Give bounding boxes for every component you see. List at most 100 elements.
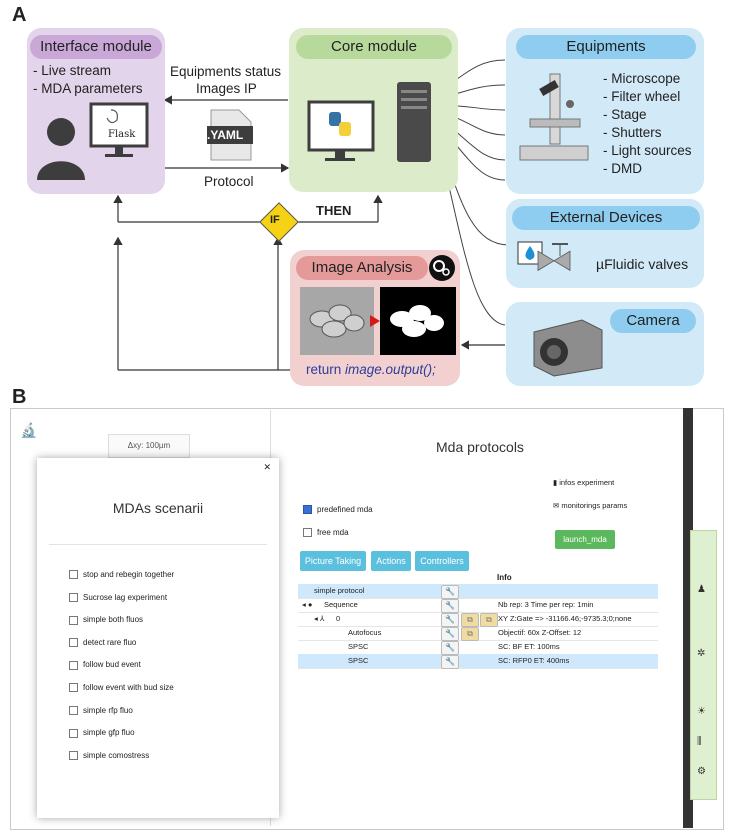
tab-actions[interactable]: Actions [371, 551, 411, 571]
scenario-checkbox[interactable] [69, 638, 78, 648]
sun-icon[interactable]: ☀ [697, 706, 706, 717]
microscope-icon [519, 73, 589, 161]
scenario-label: stop and rebegin together [83, 570, 175, 579]
copy-icon[interactable]: ⧉ [461, 627, 479, 641]
scenario-label: follow bud event [83, 660, 141, 670]
predefined-mda-option[interactable]: predefined mda [303, 505, 373, 515]
scenarii-title: MDAs scenarii [112, 500, 204, 516]
equipment-item: - DMD [603, 161, 642, 176]
tab-picture-taking[interactable]: Picture Taking [300, 551, 366, 571]
scenario-label: simple both fluos [83, 615, 144, 625]
tree-row-name: 0 [336, 614, 341, 623]
panel-a-letter: A [12, 4, 27, 26]
tab-controllers[interactable]: Controllers [415, 551, 469, 571]
wrench-icon[interactable]: 🔧 [441, 641, 459, 655]
tree-row-name: Sequence [324, 600, 358, 609]
wrench-icon[interactable]: 🔧 [441, 627, 459, 641]
expand-toggle[interactable]: ◂ ● [302, 600, 313, 609]
free-mda-option[interactable]: free mda [303, 528, 349, 538]
cell-images [300, 287, 456, 355]
scenario-item[interactable]: simple both fluos [69, 609, 174, 632]
info-column-header: Info [497, 573, 512, 582]
mda-scenarii-modal: ✕ MDAs scenarii stop and rebegin togethe… [37, 458, 279, 818]
tree-row-name: SPSC [348, 642, 369, 651]
target-icon[interactable]: ✲ [697, 648, 706, 659]
scenario-label: follow event with bud size [83, 682, 174, 692]
protocol-label: Protocol [204, 174, 254, 189]
window-edge [683, 408, 693, 828]
scenarii-divider [49, 544, 267, 545]
image-analysis-title: Image Analysis [296, 256, 428, 280]
scenario-checkbox[interactable] [69, 728, 78, 738]
scenario-item[interactable]: simple gfp fluo [69, 722, 174, 745]
panel-b-letter: B [12, 386, 27, 408]
scenario-checkbox[interactable] [69, 592, 78, 602]
sliders-icon[interactable]: ⫼ [697, 736, 702, 747]
scenario-label: simple rfp fluo [83, 705, 133, 715]
delta-xy-field[interactable]: Δxy: 100µm [108, 434, 190, 458]
scenario-item[interactable]: follow event with bud size [69, 677, 174, 700]
scenario-item[interactable]: detect rare fluo [69, 632, 174, 655]
scenarii-list: stop and rebegin together Sucrose lag ex… [69, 564, 174, 767]
wrench-icon[interactable]: 🔧 [441, 585, 459, 599]
flask-label: Flask [108, 129, 136, 140]
wrench-icon[interactable]: 🔧 [441, 599, 459, 613]
gear-icon [429, 255, 455, 281]
scenario-item[interactable]: follow bud event [69, 654, 174, 677]
scenario-item[interactable]: simple comostress [69, 745, 174, 768]
gears-icon[interactable]: ⚙ [697, 766, 706, 777]
code-call: image.output(); [345, 362, 436, 377]
scenario-checkbox[interactable] [69, 705, 78, 715]
scenario-label: simple comostress [83, 750, 150, 760]
scenario-label: detect rare fluo [83, 637, 137, 647]
infos-experiment-label: infos experiment [559, 478, 615, 487]
equipment-item: - Stage [603, 107, 647, 122]
equipments-status-label: Equipments status [170, 64, 282, 79]
equipment-item: - Light sources [603, 143, 692, 158]
tree-row-info: Objectif: 60x Z-Offset: 12 [498, 628, 582, 637]
free-mda-checkbox[interactable] [303, 528, 312, 538]
close-icon[interactable]: ✕ [263, 462, 271, 472]
paste-icon[interactable]: ⧉ [480, 613, 498, 627]
infos-experiment-link[interactable]: ▮ infos experiment [553, 478, 615, 487]
scenario-checkbox[interactable] [69, 751, 78, 761]
equipments-items: - Microscope - Filter wheel - Stage - Sh… [603, 70, 692, 178]
scenario-item[interactable]: simple rfp fluo [69, 700, 174, 723]
wrench-icon[interactable]: 🔧 [441, 655, 459, 669]
scenario-checkbox[interactable] [69, 683, 78, 693]
microscope-icon[interactable]: 🔬 [20, 422, 38, 438]
scenario-checkbox[interactable] [69, 570, 78, 580]
predefined-mda-checkbox[interactable] [303, 505, 312, 515]
scenario-label: Sucrose lag experiment [83, 592, 168, 602]
expand-toggle[interactable]: ◂ ⅄ [314, 614, 325, 623]
scenario-item[interactable]: Sucrose lag experiment [69, 587, 174, 610]
scenario-checkbox[interactable] [69, 615, 78, 625]
monitorings-params-label: monitorings params [561, 501, 628, 510]
interface-module-title: Interface module [30, 35, 162, 59]
copy-icon[interactable]: ⧉ [461, 613, 479, 627]
monitorings-params-link[interactable]: ✉ monitorings params [553, 501, 628, 510]
tree-row-info: SC: RFP0 ET: 400ms [498, 656, 570, 665]
camera-title: Camera [610, 309, 696, 333]
wrench-icon[interactable]: 🔧 [441, 613, 459, 627]
equipment-item: - Microscope [603, 71, 681, 86]
if-label: IF [270, 214, 280, 226]
camera-icon [533, 319, 603, 377]
equipment-item: - Shutters [603, 125, 662, 140]
equipments-title: Equipments [516, 35, 696, 59]
scenario-checkbox[interactable] [69, 660, 78, 670]
mda-protocols-title: Mda protocols [436, 439, 524, 455]
user-and-monitor-icon [37, 102, 149, 180]
person-icon[interactable]: ♟ [697, 584, 706, 595]
right-sidebar [690, 530, 717, 800]
scenario-item[interactable]: stop and rebegin together [69, 564, 174, 587]
tree-row-simple-protocol[interactable]: simple protocol [298, 584, 658, 599]
core-module-title: Core module [296, 35, 452, 59]
fluidic-valves-label: µFluidic valves [596, 256, 689, 272]
launch-mda-button[interactable]: launch_mda [555, 530, 615, 549]
then-label: THEN [316, 203, 352, 218]
images-ip-label: Images IP [196, 81, 257, 96]
